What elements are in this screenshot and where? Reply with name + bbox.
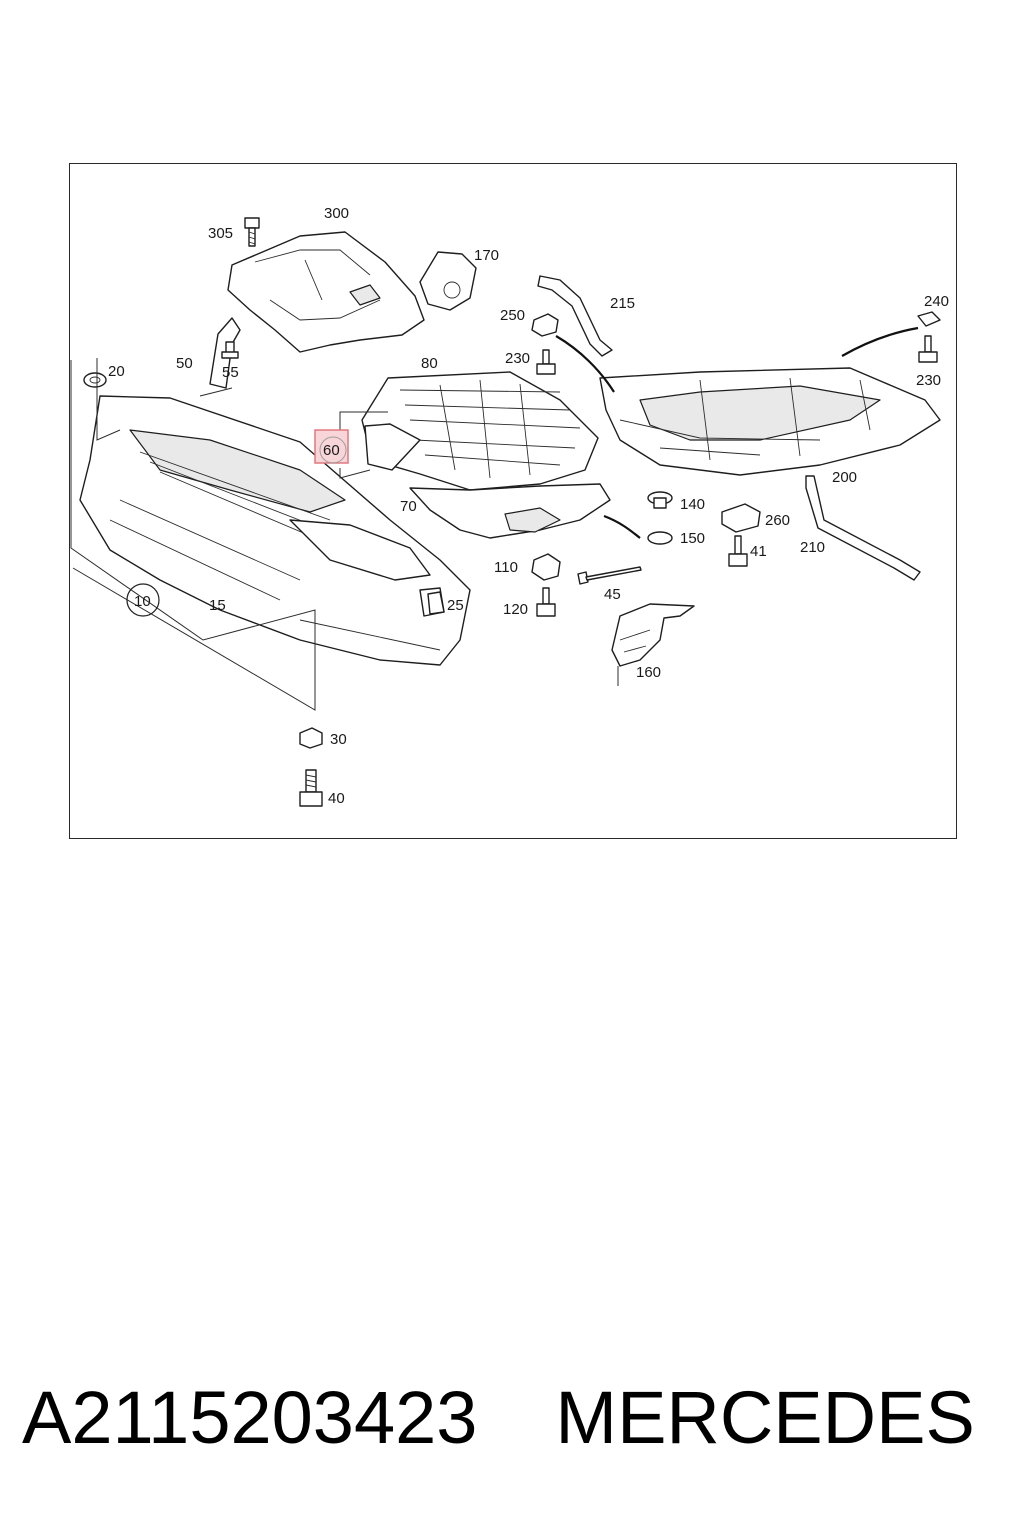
callout-240: 240 (924, 293, 949, 310)
callout-40: 40 (328, 790, 345, 807)
bolt-55-drawing (221, 341, 239, 359)
callout-260: 260 (765, 512, 790, 529)
callout-150: 150 (680, 530, 705, 547)
arrow-to-center (555, 335, 615, 393)
rear-underbody-panel-drawing (599, 367, 941, 476)
callout-45: 45 (604, 586, 621, 603)
screw-41-drawing (728, 535, 748, 567)
callout-300: 300 (324, 205, 349, 222)
callout-70: 70 (400, 498, 417, 515)
bracket-160-drawing (611, 603, 695, 686)
callout-250: 250 (500, 307, 525, 324)
bracket-215-drawing (537, 275, 613, 357)
callout-110: 110 (494, 559, 518, 576)
callout-160: 160 (636, 664, 661, 681)
clip-25-drawing (427, 591, 445, 615)
diagram-frame (69, 163, 957, 839)
callout-200: 200 (832, 469, 857, 486)
callout-215: 215 (610, 295, 635, 312)
callout-15: 15 (209, 597, 226, 614)
screw-230a-drawing (536, 349, 556, 375)
nut-250-drawing (531, 313, 559, 337)
callout-60-circle (319, 436, 347, 464)
parts-diagram: 10 15 20 25 30 40 41 45 50 55 60 70 80 1… (70, 205, 949, 807)
screw-40-drawing (299, 769, 323, 807)
callout-50: 50 (176, 355, 193, 372)
front-underbody-panel-drawing (79, 395, 471, 666)
callout-60: 60 (323, 442, 340, 459)
clip-240-drawing (917, 311, 941, 327)
callout-10-circle (126, 583, 160, 617)
callout-230-b: 230 (916, 372, 941, 389)
brand-name: MERCEDES (555, 1375, 975, 1459)
bolt-305-drawing (244, 217, 260, 247)
callout-20: 20 (108, 363, 125, 380)
bracket-170-drawing (419, 251, 477, 311)
callout-120: 120 (503, 601, 528, 618)
callout-305: 305 (208, 225, 233, 242)
screw-120-drawing (536, 587, 556, 617)
screw-230b-drawing (918, 335, 938, 363)
part-number: A2115203423 (22, 1375, 478, 1459)
engine-cover-shield-drawing (227, 231, 425, 353)
clip-140-drawing (647, 491, 673, 509)
clip-20-drawing (83, 372, 107, 388)
cable-tie-45-drawing (577, 566, 642, 585)
lower-cover-70-drawing (409, 483, 611, 539)
callout-41: 41 (750, 543, 767, 560)
arrow-from-150 (603, 514, 641, 539)
callout-80: 80 (421, 355, 438, 372)
center-panel-drawing (361, 371, 599, 491)
callout-210: 210 (800, 539, 825, 556)
callout-25: 25 (447, 597, 464, 614)
plug-260-drawing (721, 503, 761, 533)
grommet-150-drawing (647, 531, 673, 545)
nut-30-drawing (299, 727, 323, 749)
product-caption: A2115203423 MERCEDES (22, 1372, 1012, 1462)
nut-110-drawing (531, 553, 561, 581)
callout-230-a: 230 (505, 350, 530, 367)
callout-10: 10 (134, 593, 151, 610)
arrow-to-right (841, 326, 919, 357)
callout-170: 170 (474, 247, 499, 264)
callout-140: 140 (680, 496, 705, 513)
callout-55: 55 (222, 364, 239, 381)
callout-30: 30 (330, 731, 347, 748)
bracket-210-drawing (805, 475, 921, 581)
